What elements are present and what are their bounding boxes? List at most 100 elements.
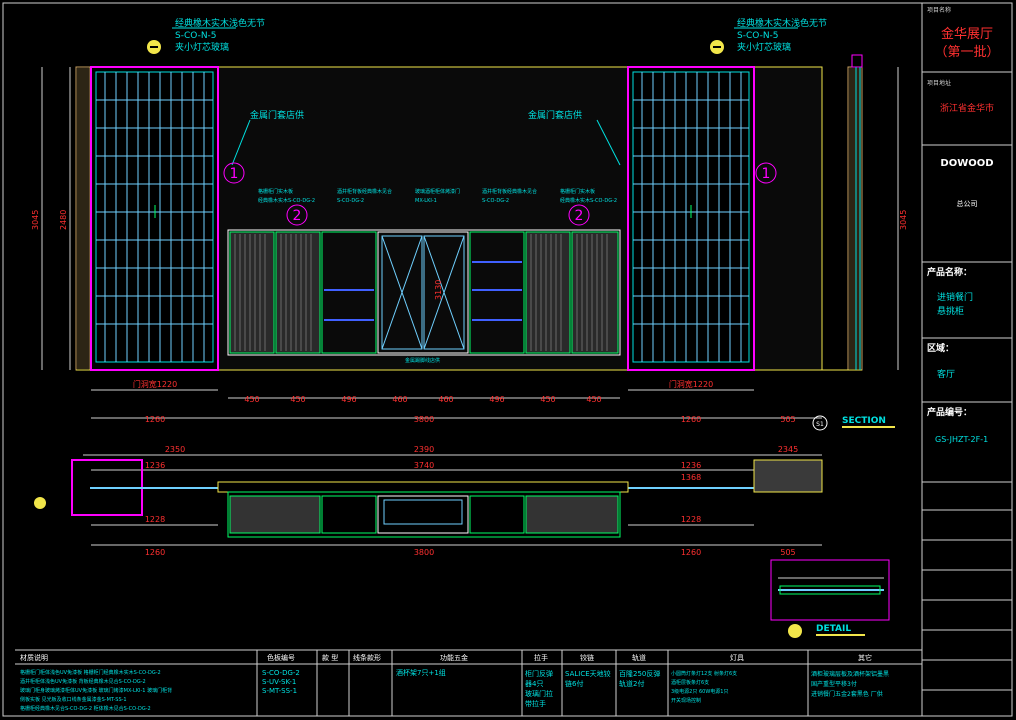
area-label: 区域： xyxy=(927,342,954,354)
hinge-1: SALICE天地铰 xyxy=(565,669,611,678)
material-line-1: 格栅柜门柜体浅色UV免漆板 格栅柜门经典橡木实木S-CO-DG-2 xyxy=(20,669,161,676)
side-section xyxy=(851,54,863,370)
material-line-3: 玻璃门柜身玻璃烤漆柜体UV免漆板 玻璃门烤漆MX-LKI-1 玻璃门柜背 xyxy=(20,687,172,694)
section-label: SECTION xyxy=(842,416,886,426)
cab-dim-7: 450 xyxy=(540,395,555,404)
product-code: GS-JHZT-2F-1 xyxy=(935,435,988,444)
plan-bottom-1: 1260 xyxy=(145,548,165,557)
callout-1-right: 1 xyxy=(762,166,771,182)
material-line-4: 侧板实板 见光板及收口线条金属漆金S-MT-SS-1 xyxy=(20,696,127,703)
cab-dim-2: 450 xyxy=(290,395,305,404)
callout-1-left: 1 xyxy=(230,166,239,182)
cabinet-note-10: 经典橡木实木S-CO-DG-2 xyxy=(560,197,617,204)
plan-mid-1: 1236 xyxy=(145,461,165,470)
plan-note: 金属踢脚线店供 xyxy=(405,357,440,364)
cabinet-note-4: S-CO-DG-2 xyxy=(337,198,364,204)
cab-dim-8: 450 xyxy=(586,395,601,404)
plan-mid-4: 1368 xyxy=(681,473,701,482)
lamp-3: 3级电源2只 60W电源1只 xyxy=(671,688,728,695)
section-marker: S1 SECTION xyxy=(812,415,895,431)
central-cabinet xyxy=(227,229,621,356)
bottom-dim-3: 1260 xyxy=(681,415,701,424)
header-line: 线条款形 xyxy=(353,653,381,662)
company-logo: DOWOOD xyxy=(940,158,993,169)
plan-bottom-4: 505 xyxy=(780,548,795,557)
light-marker-left xyxy=(147,40,161,54)
section-mark-text: S1 xyxy=(816,421,824,428)
cab-dim-4: 460 xyxy=(392,395,407,404)
detail-view: DETAIL xyxy=(770,559,890,638)
light-marker-right xyxy=(710,40,724,54)
color-code-1: S-CO-DG-2 xyxy=(262,669,300,677)
cabinet-note-6: MX-LKI-1 xyxy=(415,198,437,204)
door-width-left: 门洞宽1220 xyxy=(133,379,177,389)
bottom-dim-2: 3800 xyxy=(414,415,434,424)
handle-2: 器4只 xyxy=(525,680,543,688)
other-3: 进销餐门五金2套黑色 厂供 xyxy=(811,690,883,698)
cabinet-note-8: S-CO-DG-2 xyxy=(482,198,509,204)
header-handle: 拉手 xyxy=(534,653,548,662)
location-label: 项目地址 xyxy=(927,79,951,87)
location: 浙江省金华市 xyxy=(940,102,994,114)
product-name-1: 进销餐门 xyxy=(937,291,973,303)
plan-mid-3: 1236 xyxy=(681,461,701,470)
handle-1: 柜门反弹 xyxy=(525,669,553,678)
plan-low-2: 1228 xyxy=(681,515,701,524)
metal-door-label-left: 金属门套店供 xyxy=(250,109,304,121)
company-name: 总公司 xyxy=(957,199,978,208)
header-model: 款 型 xyxy=(322,653,338,662)
header-lamp: 灯具 xyxy=(730,653,744,662)
product-name-label: 产品名称： xyxy=(927,266,972,278)
lamp-4: 开关现场控制 xyxy=(671,697,701,704)
callout-2-left: 2 xyxy=(293,208,302,224)
material-line-2: 酒井柜柜体浅色UV免漆板 背板经典橡木见合S-CO-DG-2 xyxy=(20,678,146,685)
other-2: 国产重型平移3付 xyxy=(811,680,857,688)
wall-background-right xyxy=(753,66,823,371)
right-code-label: S-CO-N-5 xyxy=(737,31,779,41)
bottom-table xyxy=(15,650,922,716)
left-note-label: 夹小灯芯玻璃 xyxy=(175,41,229,53)
cabinet-note-1: 格栅柜门实木板 xyxy=(258,188,293,195)
callout-2-right: 2 xyxy=(575,208,584,224)
rail-2: 轨道2付 xyxy=(619,679,644,688)
header-hardware: 功能五金 xyxy=(440,653,468,662)
project-name-1: 金华展厅 xyxy=(941,26,993,42)
lamp-2: 酒柜层板条灯6支 xyxy=(671,679,709,686)
lamp-1: 小圆筒灯条灯12支 射条灯6支 xyxy=(671,670,737,677)
project-name-2: （第一批） xyxy=(934,45,999,60)
plan-view xyxy=(34,454,823,546)
height-right-1: 3045 xyxy=(899,210,908,230)
height-left-1: 3045 xyxy=(31,210,40,230)
header-other: 其它 xyxy=(858,653,872,662)
cabinet-note-3: 酒井柜背板经典橡木见合 xyxy=(337,188,392,195)
left-finish-label: 经典橡木实木浅色无节 xyxy=(175,17,265,29)
door-width-right: 门洞宽1220 xyxy=(669,379,713,389)
bottom-dim-1: 1260 xyxy=(145,415,165,424)
header-color: 色板编号 xyxy=(267,653,295,662)
title-block xyxy=(922,71,1012,691)
center-height: 3130 xyxy=(434,280,443,300)
color-code-2: S-UV-SK-1 xyxy=(262,678,296,686)
left-grille-door xyxy=(90,66,219,371)
cab-dim-3: 496 xyxy=(341,395,356,404)
area-value: 客厅 xyxy=(937,368,955,380)
right-wall-hatch xyxy=(849,68,861,369)
plan-bottom-2: 3800 xyxy=(414,548,434,557)
cab-dim-6: 496 xyxy=(489,395,504,404)
plan-low-1: 1228 xyxy=(145,515,165,524)
right-finish-label: 经典橡木实木浅色无节 xyxy=(737,17,827,29)
product-name-2: 悬挑柜 xyxy=(937,305,964,317)
header-material: 材质说明 xyxy=(20,653,48,662)
hinge-2: 链6付 xyxy=(565,679,583,688)
project-label: 项目名称 xyxy=(927,6,951,14)
plan-top-2: 2390 xyxy=(414,445,434,454)
left-code-label: S-CO-N-5 xyxy=(175,31,217,41)
detail-label: DETAIL xyxy=(816,624,851,634)
left-wall-hatch xyxy=(77,68,89,369)
plan-top-3: 2345 xyxy=(778,445,798,454)
color-code-3: S-MT-SS-1 xyxy=(262,687,297,695)
cab-dim-1: 450 xyxy=(244,395,259,404)
plan-bottom-3: 1260 xyxy=(681,548,701,557)
cabinet-note-7: 酒井柜背板经典橡木见合 xyxy=(482,188,537,195)
